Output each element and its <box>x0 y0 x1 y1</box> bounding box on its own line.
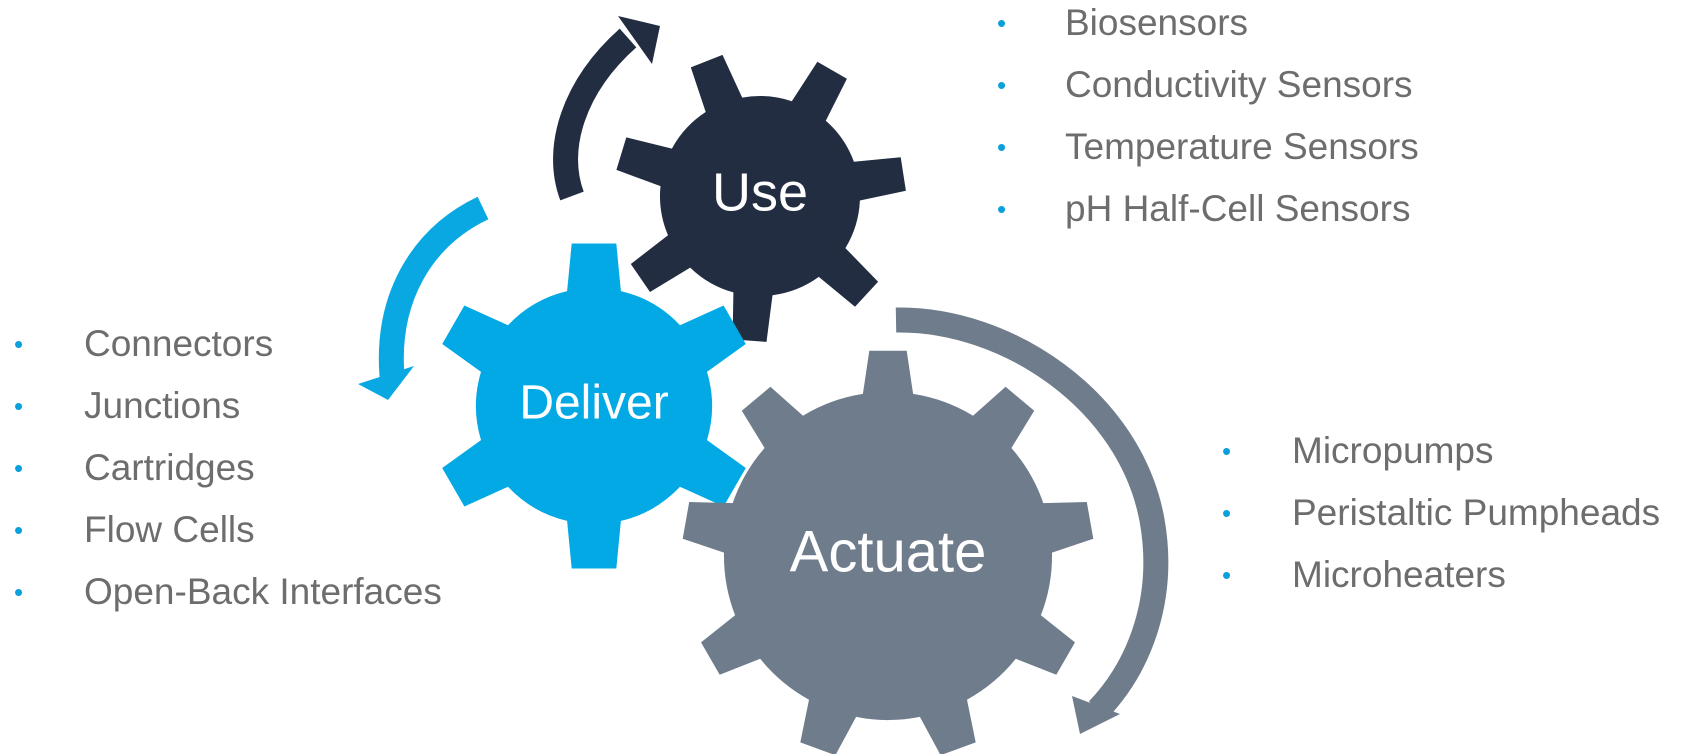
list-item-label: Conductivity Sensors <box>1065 64 1413 105</box>
list-item: • Junctions <box>14 375 442 437</box>
list-item-label: Cartridges <box>84 447 255 488</box>
list-item: • Microheaters <box>1222 544 1660 606</box>
list-item-label: Flow Cells <box>84 509 255 550</box>
gear-use: Use <box>616 54 906 342</box>
list-item: • Temperature Sensors <box>997 116 1419 178</box>
gear-actuate-shape <box>682 350 1094 754</box>
bullet-dot-icon: • <box>14 577 24 607</box>
gear-deliver-shape <box>442 243 746 569</box>
gear-use-shape <box>616 54 906 342</box>
gear-actuate-label: Actuate <box>790 519 987 584</box>
list-item: • Conductivity Sensors <box>997 54 1419 116</box>
list-item-label: Biosensors <box>1065 2 1249 43</box>
curved-arrow-icon <box>358 196 489 400</box>
bullet-dot-icon: • <box>14 515 24 545</box>
actuate-component-list: • Micropumps • Peristaltic Pumpheads • Microh… <box>1222 420 1661 606</box>
list-item-label: Open-Back Interfaces <box>84 571 442 612</box>
list-item-label: Microheaters <box>1292 554 1506 595</box>
list-item: • Connectors <box>14 313 442 375</box>
gear-deliver: Deliver <box>442 243 746 569</box>
bullet-dot-icon: • <box>14 453 24 483</box>
gear-actuate: Actuate <box>682 350 1094 754</box>
bullet-dot-icon: • <box>997 132 1007 162</box>
bullet-dot-icon: • <box>14 391 24 421</box>
bullet-dot-icon: • <box>997 8 1007 38</box>
use-component-list: • Biosensors • Conductivity Sensors • Tempera… <box>997 0 1419 240</box>
curved-arrow-icon <box>553 16 660 201</box>
gear-deliver-label: Deliver <box>519 377 668 430</box>
list-item-label: Connectors <box>84 323 274 364</box>
list-item-label: Micropumps <box>1292 430 1494 471</box>
list-item: • Peristaltic Pumpheads <box>1222 482 1661 544</box>
list-item-label: Junctions <box>84 385 241 426</box>
list-item: • Open-Back Interfaces <box>14 561 442 623</box>
list-item: • Cartridges <box>14 437 442 499</box>
gear-use-label: Use <box>712 162 808 222</box>
bullet-dot-icon: • <box>1222 498 1232 528</box>
list-item-label: Temperature Sensors <box>1065 126 1419 167</box>
list-item: • Biosensors <box>997 0 1419 54</box>
list-item: • Flow Cells <box>14 499 442 561</box>
bullet-dot-icon: • <box>1222 436 1232 466</box>
list-item: • Micropumps <box>1222 420 1660 482</box>
bullet-dot-icon: • <box>997 194 1007 224</box>
list-item-label: pH Half-Cell Sensors <box>1065 188 1411 229</box>
list-item: • pH Half-Cell Sensors <box>997 178 1419 240</box>
curved-arrow-icon <box>895 307 1169 734</box>
list-item-label: Peristaltic Pumpheads <box>1292 492 1661 533</box>
bullet-dot-icon: • <box>1222 560 1232 590</box>
bullet-dot-icon: • <box>14 329 24 359</box>
deliver-component-list: • Connectors • Junctions • Cartridges • Flow Ce… <box>14 313 442 623</box>
bullet-dot-icon: • <box>997 70 1007 100</box>
